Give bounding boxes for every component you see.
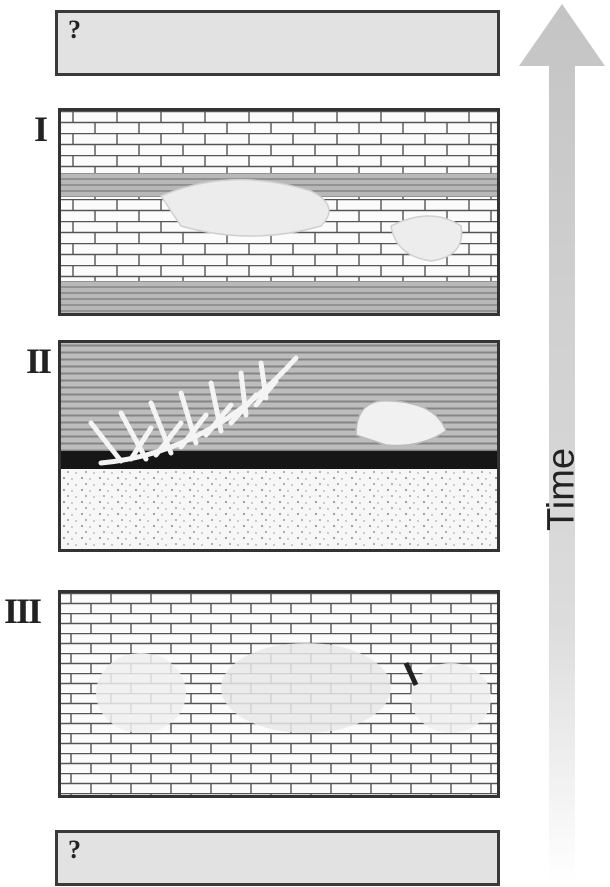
layer-label-ii: II	[26, 340, 50, 382]
time-axis-label: Time	[541, 440, 584, 540]
layer-label-iii: III	[4, 590, 40, 632]
rock-layer-i	[58, 108, 500, 316]
question-mark-bottom: ?	[68, 835, 81, 865]
layer-label-i: I	[34, 108, 46, 150]
layer-ii-illustration	[61, 343, 497, 549]
unknown-layer-bottom: ?	[55, 830, 500, 886]
layer-iii-illustration	[61, 593, 497, 795]
rock-layer-iii	[58, 590, 500, 798]
layer-i-illustration	[61, 111, 497, 313]
rock-layer-ii	[58, 340, 500, 552]
question-mark-top: ?	[68, 15, 81, 45]
unknown-layer-top: ?	[55, 10, 500, 76]
